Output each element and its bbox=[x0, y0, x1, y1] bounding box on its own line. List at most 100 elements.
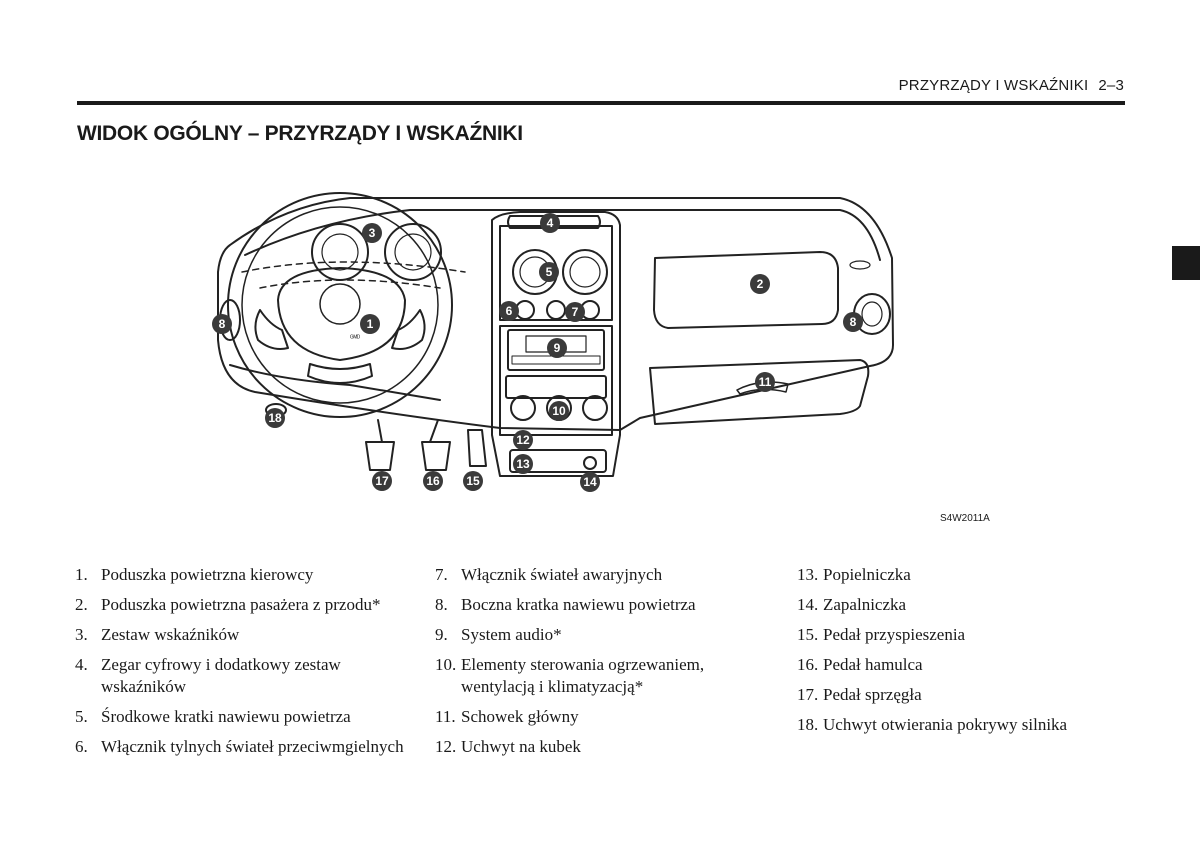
page-number: 2–3 bbox=[1098, 77, 1124, 94]
svg-text:9: 9 bbox=[554, 341, 561, 355]
legend-text: Środkowe kratki nawiewu powietrza bbox=[101, 707, 351, 726]
legend-item: 15.Pedał przyspieszenia bbox=[797, 624, 1127, 646]
legend-item: 11. Schowek główny bbox=[435, 706, 765, 728]
legend-number: 11. bbox=[435, 707, 456, 726]
callout-6: 6 bbox=[499, 301, 519, 321]
svg-text:16: 16 bbox=[426, 474, 440, 488]
legend-number: 4. bbox=[75, 655, 88, 674]
legend-number: 9. bbox=[435, 625, 448, 644]
svg-text:6: 6 bbox=[506, 304, 513, 318]
legend-number: 16. bbox=[797, 655, 819, 674]
header-rule bbox=[77, 101, 1125, 105]
legend-text: Zestaw wskaźników bbox=[101, 625, 240, 644]
legend-number: 8. bbox=[435, 595, 448, 614]
legend-number: 1. bbox=[75, 565, 88, 584]
svg-text:2: 2 bbox=[757, 277, 764, 291]
legend-text: Zegar cyfrowy i dodatkowy zestaw wskaźni… bbox=[101, 655, 341, 696]
legend-item: 17.Pedał sprzęgła bbox=[797, 684, 1127, 706]
legend-column-3: 13.Popielniczka 14.Zapalniczka 15.Pedał … bbox=[797, 564, 1127, 744]
legend-number: 15. bbox=[797, 625, 819, 644]
callout-9: 9 bbox=[547, 338, 567, 358]
svg-text:17: 17 bbox=[375, 474, 389, 488]
dashboard-figure: ᴳᴹᴰ 1 2 3 4 5 6 7 8 8 9 10 11 12 13 14 1… bbox=[200, 180, 920, 505]
legend-item: 14.Zapalniczka bbox=[797, 594, 1127, 616]
chapter-edge-tab bbox=[1172, 246, 1200, 280]
svg-text:4: 4 bbox=[547, 216, 554, 230]
callout-14: 14 bbox=[580, 472, 600, 492]
legend-text: Uchwyt otwierania pokrywy silnika bbox=[823, 715, 1068, 734]
legend-item: 1. Poduszka powietrzna kierowcy bbox=[75, 564, 405, 586]
legend-number: 3. bbox=[75, 625, 88, 644]
svg-text:10: 10 bbox=[552, 404, 566, 418]
callout-2: 2 bbox=[750, 274, 770, 294]
legend-item: 3. Zestaw wskaźników bbox=[75, 624, 405, 646]
callout-12: 12 bbox=[513, 430, 533, 450]
legend-text: Elementy sterowania ogrzewaniem, wentyla… bbox=[461, 655, 705, 696]
callout-11: 11 bbox=[755, 372, 775, 392]
steering-logo: ᴳᴹᴰ bbox=[350, 335, 360, 342]
legend-number: 13. bbox=[797, 565, 819, 584]
legend-text: Poduszka powietrzna kierowcy bbox=[101, 565, 314, 584]
legend-item: 13.Popielniczka bbox=[797, 564, 1127, 586]
legend-column-1: 1. Poduszka powietrzna kierowcy 2. Poduszk… bbox=[75, 564, 405, 766]
svg-text:14: 14 bbox=[583, 475, 597, 489]
figure-code: S4W2011A bbox=[940, 513, 990, 524]
callout-3: 3 bbox=[362, 223, 382, 243]
svg-text:1: 1 bbox=[367, 317, 374, 331]
legend-text: Włącznik tylnych świateł przeciwmgielnyc… bbox=[101, 737, 404, 756]
legend-text: Zapalniczka bbox=[823, 595, 907, 614]
dashboard-illustration: ᴳᴹᴰ 1 2 3 4 5 6 7 8 8 9 10 11 12 13 14 1… bbox=[212, 192, 894, 492]
legend-text: Schowek główny bbox=[461, 707, 579, 726]
svg-text:8: 8 bbox=[219, 317, 226, 331]
callouts: 1 2 3 4 5 6 7 8 8 9 10 11 12 13 14 15 16… bbox=[212, 213, 863, 492]
legend-item: 7. Włącznik świateł awaryjnych bbox=[435, 564, 765, 586]
legend-item: 10.Elementy sterowania ogrzewaniem, went… bbox=[435, 654, 765, 698]
legend-text: Poduszka powietrzna pasażera z przodu* bbox=[101, 595, 381, 614]
legend-item: 16.Pedał hamulca bbox=[797, 654, 1127, 676]
legend-number: 7. bbox=[435, 565, 448, 584]
callout-7: 7 bbox=[565, 302, 585, 322]
legend-text: Pedał sprzęgła bbox=[823, 685, 922, 704]
callout-8-left: 8 bbox=[212, 314, 232, 334]
svg-text:15: 15 bbox=[466, 474, 480, 488]
legend-number: 5. bbox=[75, 707, 88, 726]
callout-10: 10 bbox=[549, 401, 569, 421]
legend-item: 18.Uchwyt otwierania pokrywy silnika bbox=[797, 714, 1127, 736]
callout-17: 17 bbox=[372, 471, 392, 491]
callout-13: 13 bbox=[513, 454, 533, 474]
callout-18: 18 bbox=[265, 408, 285, 428]
page-title: WIDOK OGÓLNY – PRZYRZĄDY I WSKAŹNIKI bbox=[77, 122, 523, 145]
legend-number: 12. bbox=[435, 737, 457, 756]
legend-text: System audio* bbox=[461, 625, 562, 644]
running-header-section: PRZYRZĄDY I WSKAŹNIKI bbox=[898, 77, 1089, 94]
legend-text: Pedał hamulca bbox=[823, 655, 923, 674]
legend-number: 18. bbox=[797, 715, 819, 734]
legend-column-2: 7. Włącznik świateł awaryjnych 8.Boczna k… bbox=[435, 564, 765, 766]
legend-item: 4. Zegar cyfrowy i dodatkowy zestaw wskaź… bbox=[75, 654, 405, 698]
legend-number: 6. bbox=[75, 737, 88, 756]
legend-number: 10. bbox=[435, 655, 457, 674]
svg-text:18: 18 bbox=[268, 411, 282, 425]
svg-text:8: 8 bbox=[850, 315, 857, 329]
svg-text:13: 13 bbox=[516, 457, 530, 471]
legend-text: Włącznik świateł awaryjnych bbox=[461, 565, 663, 584]
legend-item: 12.Uchwyt na kubek bbox=[435, 736, 765, 758]
svg-text:3: 3 bbox=[369, 226, 376, 240]
legend-item: 2. Poduszka powietrzna pasażera z przodu* bbox=[75, 594, 405, 616]
callout-15: 15 bbox=[463, 471, 483, 491]
svg-text:7: 7 bbox=[572, 305, 579, 319]
legend-number: 14. bbox=[797, 595, 819, 614]
callout-5: 5 bbox=[539, 262, 559, 282]
legend-number: 2. bbox=[75, 595, 88, 614]
legend-item: 8.Boczna kratka nawiewu powietrza bbox=[435, 594, 765, 616]
svg-text:12: 12 bbox=[516, 433, 530, 447]
legend-item: 5. Środkowe kratki nawiewu powietrza bbox=[75, 706, 405, 728]
legend-number: 17. bbox=[797, 685, 819, 704]
running-header: PRZYRZĄDY I WSKAŹNIKI 2–3 bbox=[899, 77, 1124, 94]
legend-text: Popielniczka bbox=[823, 565, 911, 584]
legend-text: Uchwyt na kubek bbox=[461, 737, 581, 756]
callout-1: 1 bbox=[360, 314, 380, 334]
callout-16: 16 bbox=[423, 471, 443, 491]
svg-text:11: 11 bbox=[759, 375, 772, 389]
legend-text: Pedał przyspieszenia bbox=[823, 625, 966, 644]
